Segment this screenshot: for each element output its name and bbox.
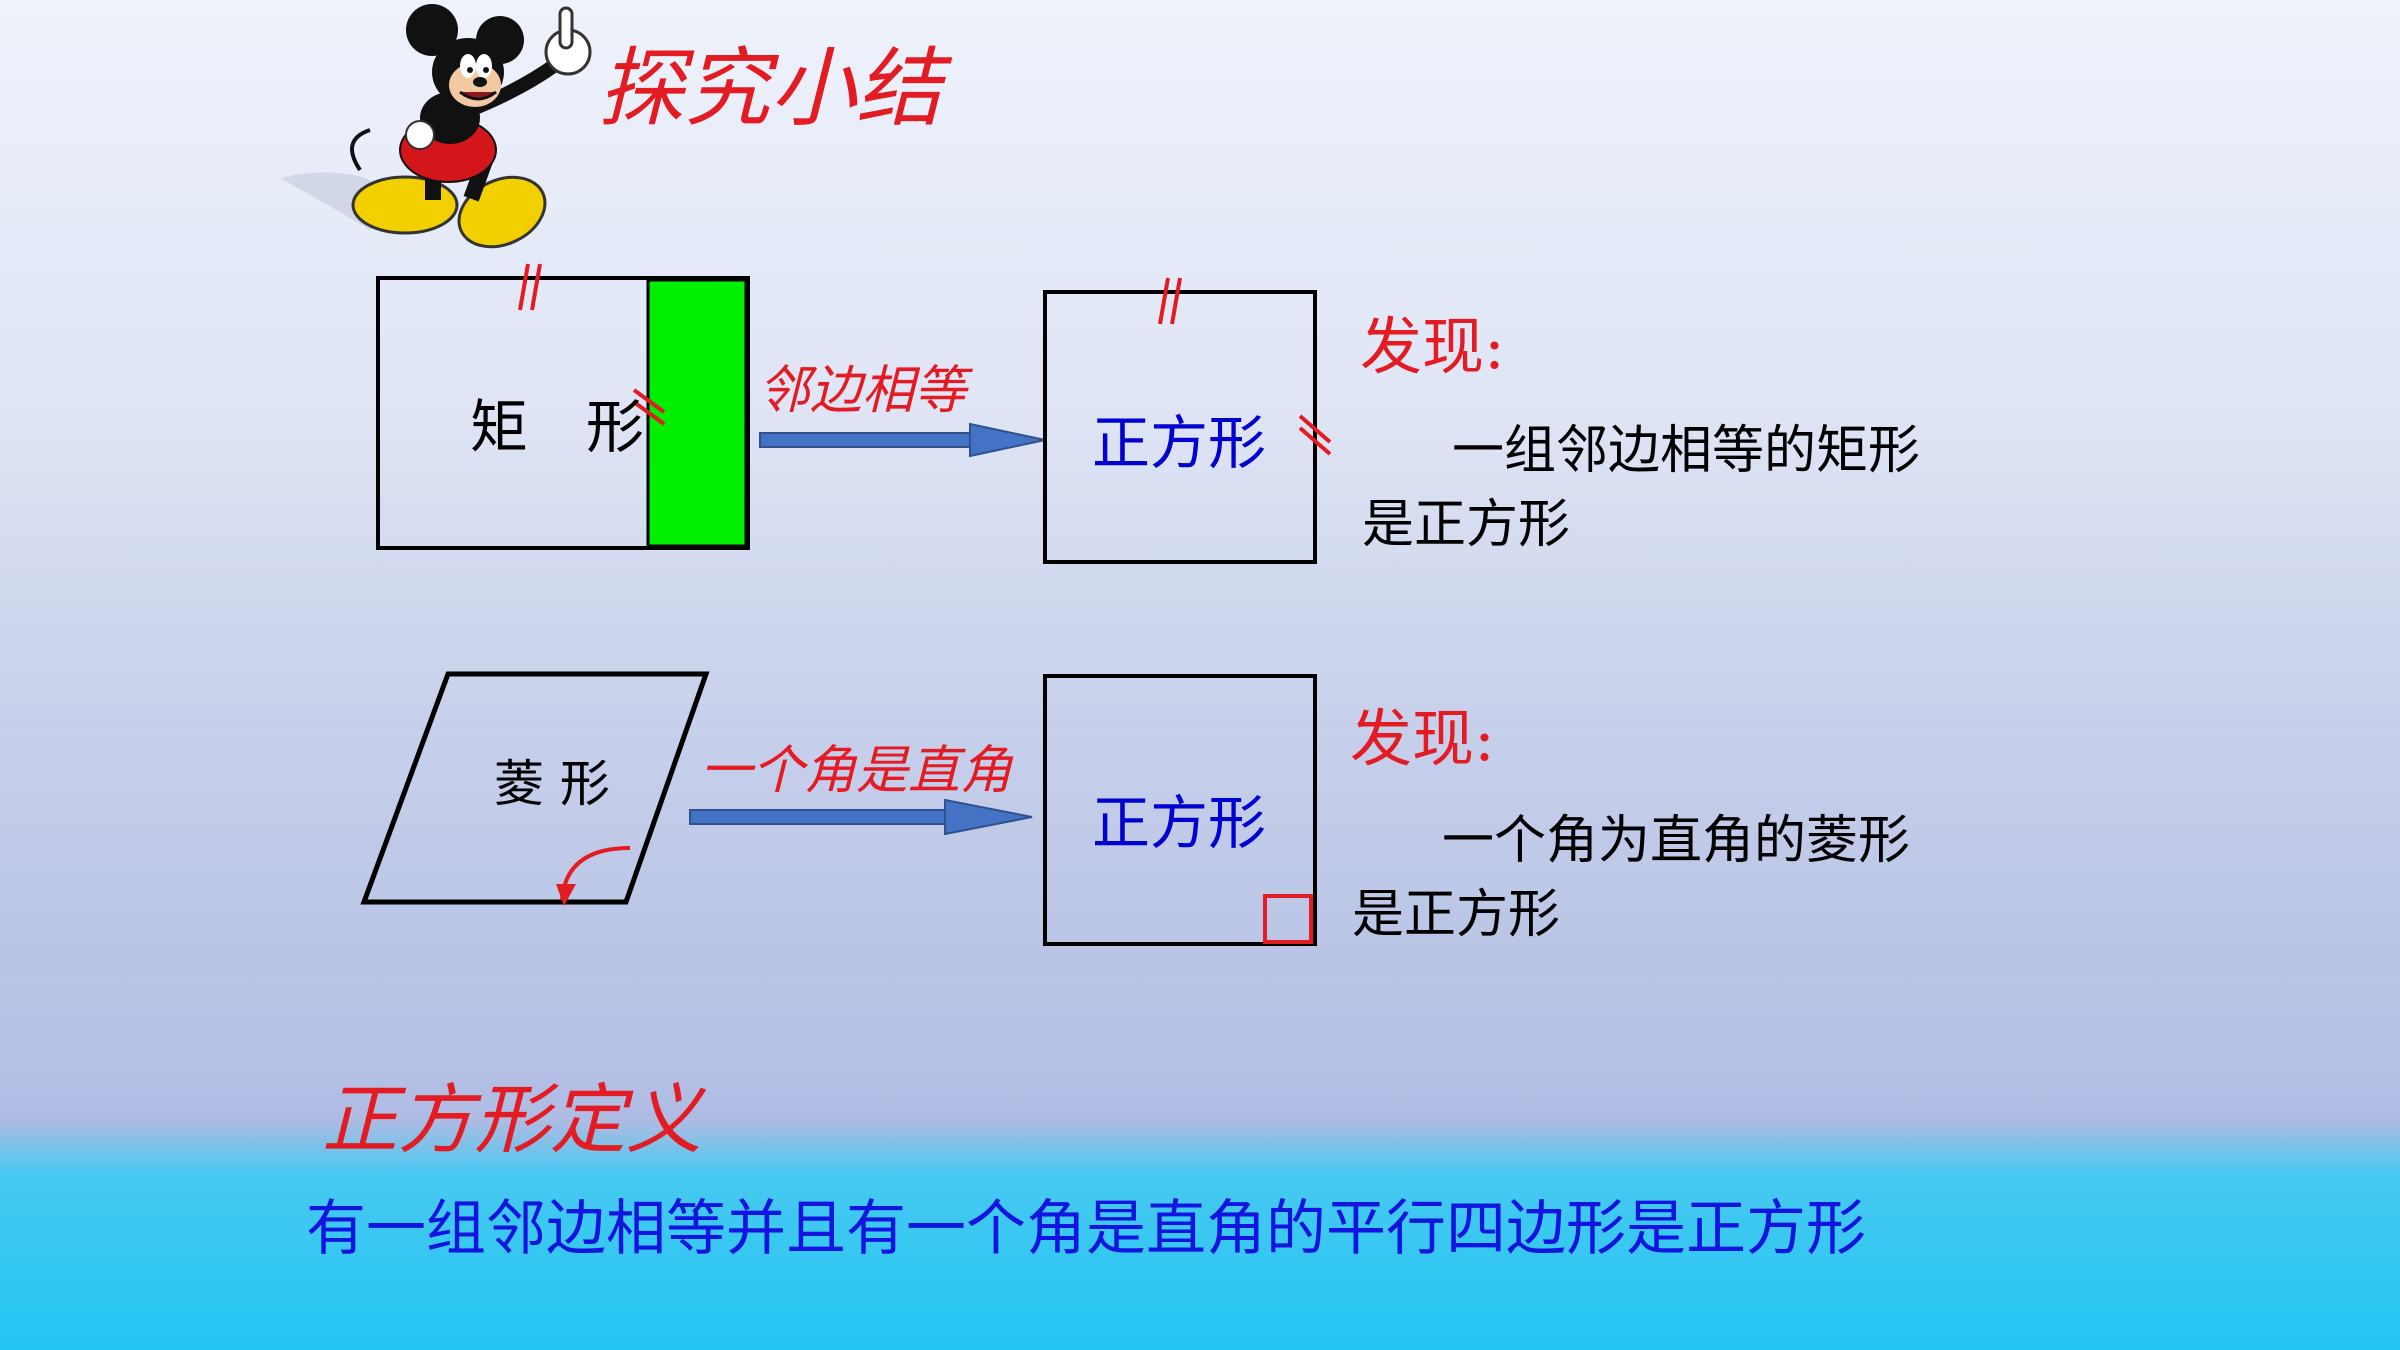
finding-line2-row1: 是正方形 xyxy=(1362,495,1571,555)
finding-heading-row1: 发现: xyxy=(1360,310,1505,383)
definition-text: 有一组邻边相等并且有一个角是直角的平行四边形是正方形 xyxy=(306,1194,1866,1264)
rhombus-label: 菱 形 xyxy=(494,755,610,813)
angle-arc-marker xyxy=(560,846,631,901)
finding-line1-row2: 一个角为直角的菱形 xyxy=(1442,811,1911,871)
square-label-row2: 正方形 xyxy=(1092,789,1267,857)
equal-mark-square-top xyxy=(1158,277,1182,325)
arrow-row2 xyxy=(689,798,1033,836)
equal-mark-square-side xyxy=(1298,414,1332,456)
square-shape-row2 xyxy=(1043,674,1317,946)
green-highlight-strip xyxy=(646,278,748,548)
rectangle-shape xyxy=(376,276,750,550)
right-angle-marker xyxy=(1263,894,1313,944)
equal-mark-rect-side xyxy=(632,388,666,426)
arrow-label-one-right-angle: 一个角是直角 xyxy=(700,741,1013,801)
page-title: 探究小结 xyxy=(598,39,942,139)
equal-mark-rect-top xyxy=(518,263,542,311)
definition-title: 正方形定义 xyxy=(322,1075,702,1164)
finding-line1-row1: 一组邻边相等的矩形 xyxy=(1452,421,1921,481)
rhombus-shape xyxy=(360,671,710,905)
arrow-row1 xyxy=(759,422,1046,458)
arrow-label-adjacent-sides-equal: 邻边相等 xyxy=(758,361,967,421)
finding-line2-row2: 是正方形 xyxy=(1352,885,1561,945)
finding-heading-row2: 发现: xyxy=(1350,702,1495,775)
square-label-row1: 正方形 xyxy=(1092,409,1267,477)
rectangle-label: 矩 形 xyxy=(470,393,645,461)
